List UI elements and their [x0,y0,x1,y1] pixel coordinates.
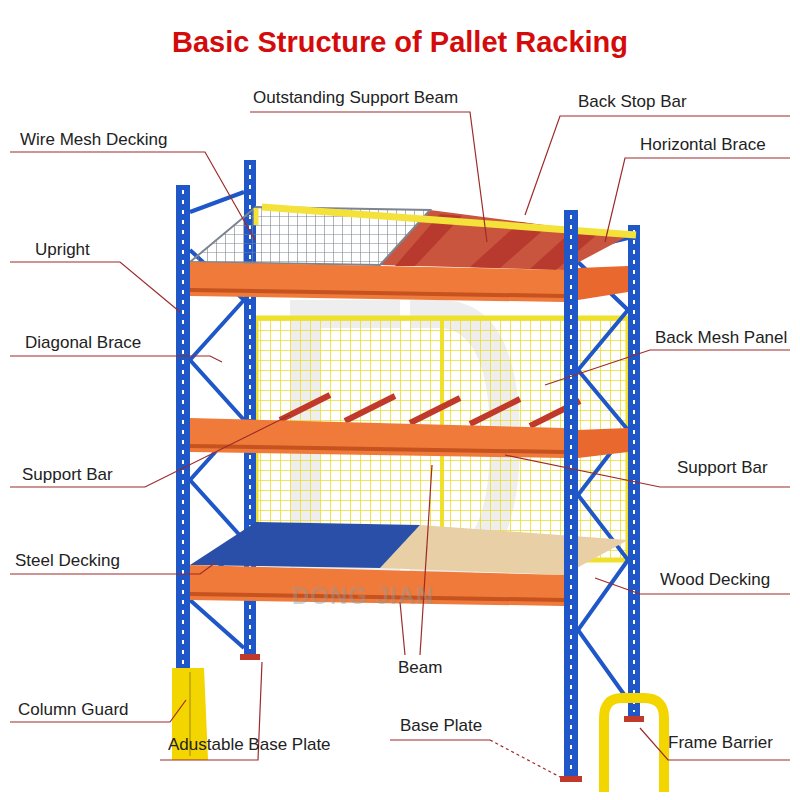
part-label: Support Bar [22,465,113,485]
part-label: Beam [398,658,442,678]
part-label: Adustable Base Plate [168,735,331,755]
part-label: Upright [35,240,90,260]
part-label: Frame Barrier [668,733,773,753]
part-label: Outstanding Support Beam [253,88,458,108]
watermark: DONG JIAN [292,582,434,610]
frame-bracing [190,192,628,700]
part-label: Back Mesh Panel [655,328,787,348]
part-label: Steel Decking [15,551,120,571]
leader-lines [10,112,790,777]
support-bars [280,395,580,426]
part-label: Column Guard [18,700,129,720]
beams [190,262,628,606]
front-uprights [176,185,582,782]
diagram-title: Basic Structure of Pallet Racking [0,26,800,59]
part-label: Back Stop Bar [578,92,687,112]
part-label: Base Plate [400,716,482,736]
part-label: Support Bar [677,458,768,478]
part-label: Wire Mesh Decking [20,130,167,150]
part-label: Horizontal Brace [640,135,766,155]
part-label: Wood Decking [660,570,770,590]
part-label: Diagonal Brace [25,333,141,353]
